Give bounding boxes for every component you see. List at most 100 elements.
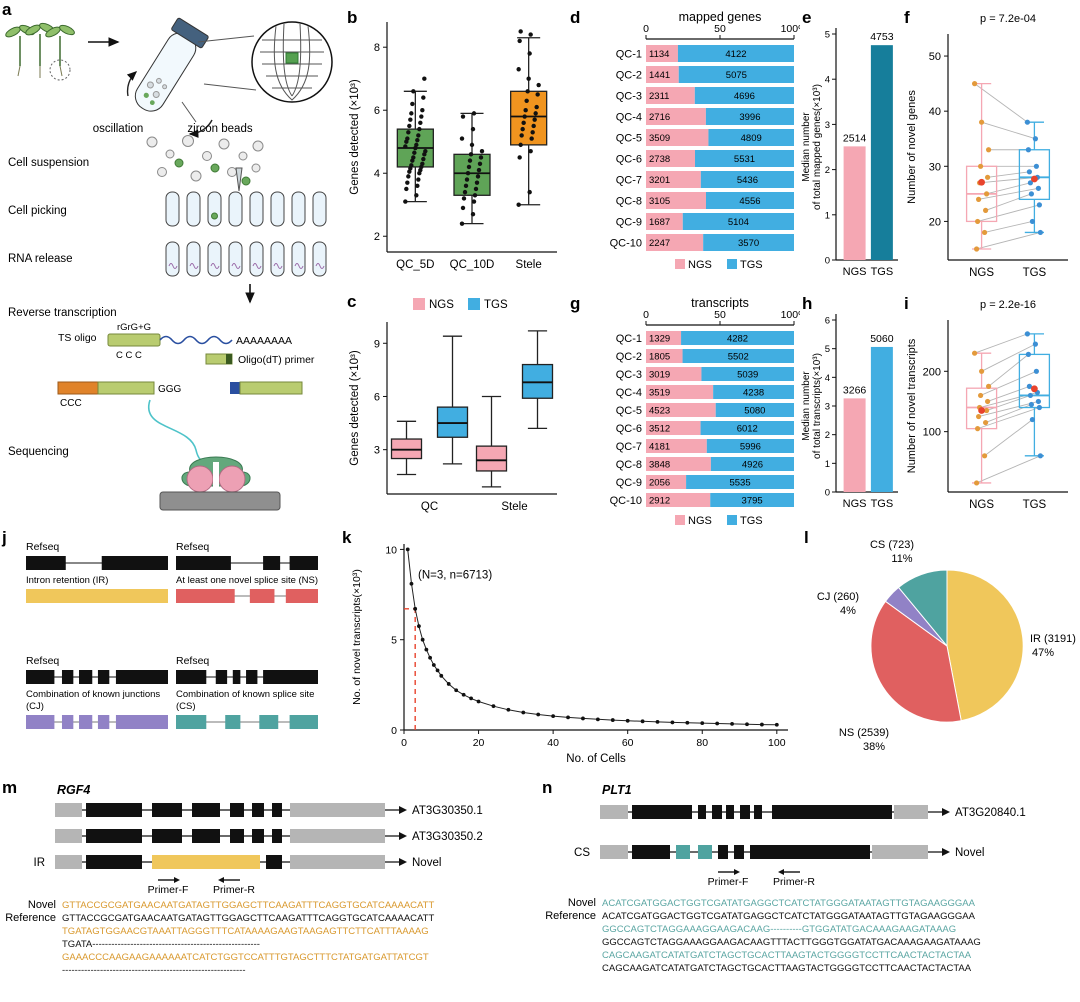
x-tick-label: 20 — [473, 737, 485, 749]
x-tick-label: Stele — [516, 259, 542, 271]
tgs-bar — [686, 475, 794, 489]
panel-label-m: m — [2, 778, 18, 797]
novel-sequence-line: GAAACCCAAGAAGAAAAAATCATCTGGTCCATTTGTAGCT… — [62, 952, 429, 963]
ngs-value: 3105 — [649, 196, 670, 207]
ngs-value: 1329 — [649, 334, 670, 345]
gray-exon — [894, 805, 928, 819]
axis-tick-label: 50 — [714, 23, 726, 35]
y-tick-label: 2 — [825, 430, 830, 441]
data-point — [535, 92, 540, 97]
ngs-value: 1134 — [649, 49, 669, 60]
ngs-bar — [646, 129, 709, 146]
ggg-label: GGG — [158, 384, 182, 395]
y-axis-label: Number of novel transcripts — [906, 338, 918, 473]
y-axis-label: of total mapped genes(×10³) — [812, 84, 823, 210]
decay-point — [610, 718, 615, 722]
tgs-bar — [705, 108, 794, 125]
refseq-label: Refseq — [26, 655, 59, 667]
panel-a: a — [0, 0, 345, 525]
transcript-id: AT3G30350.2 — [412, 831, 483, 843]
ngs-point — [983, 207, 989, 213]
data-point — [533, 111, 538, 116]
decay-point — [640, 719, 645, 724]
legend-swatch — [727, 259, 737, 269]
black-exon — [230, 803, 244, 817]
root-tip-zoom-inset — [197, 21, 333, 103]
y-tick-label: 1 — [825, 459, 830, 470]
panel-label-j: j — [2, 528, 7, 547]
pair-line — [974, 333, 1028, 354]
transcript-arrow — [942, 848, 950, 856]
data-point — [525, 89, 530, 94]
data-point — [406, 130, 411, 135]
mean-point — [978, 407, 985, 414]
novel-exon — [61, 715, 74, 729]
ngs-bar — [646, 87, 695, 104]
tgs-bar — [682, 349, 794, 363]
tgs-value: 5996 — [740, 442, 761, 453]
pair-line — [986, 182, 1031, 195]
panel-label-b: b — [347, 8, 358, 27]
p-value: p = 7.2e-04 — [980, 13, 1036, 25]
legend-label: TGS — [484, 299, 508, 311]
data-point — [463, 183, 469, 189]
legend-swatch — [675, 515, 685, 525]
data-point — [405, 180, 410, 185]
decay-point — [469, 696, 474, 701]
decay-point — [428, 655, 432, 660]
data-point — [530, 130, 535, 135]
ngs-bar — [646, 349, 683, 363]
accent-exon — [676, 845, 690, 859]
row-label: QC-2 — [616, 351, 642, 363]
ngs-point — [978, 392, 984, 399]
x-tick-label: TGS — [1023, 499, 1047, 511]
black-exon — [86, 829, 142, 843]
bar — [843, 398, 866, 492]
data-point — [479, 148, 485, 154]
ngs-point — [974, 246, 980, 252]
stacked-bars-transcripts: transcripts050100%QC-113294282QC-2180555… — [610, 296, 800, 526]
category-label: At least one novel splice site (NS) — [176, 575, 318, 586]
mean-point — [978, 178, 985, 186]
bar — [870, 346, 893, 492]
y-axis-label: Median number — [801, 112, 812, 182]
x-tick-label: TGS — [1023, 267, 1047, 279]
data-point — [420, 161, 425, 166]
novel-exon — [259, 715, 279, 729]
pie-slice-cs — [897, 569, 948, 648]
panel-label-d: d — [570, 8, 581, 27]
panel-label-k: k — [342, 528, 352, 547]
decay-point — [431, 663, 436, 667]
oscillation-arrow-icon — [126, 71, 138, 97]
ngs-bar — [646, 150, 696, 167]
tgs-value: 4696 — [734, 91, 755, 102]
ngs-point — [979, 368, 985, 374]
ngs-bar — [646, 457, 711, 471]
zircon-pointer-line — [181, 101, 197, 123]
black-exon — [632, 845, 670, 859]
data-point — [418, 120, 423, 126]
novel-exon — [176, 589, 235, 603]
tgs-value: 3795 — [742, 496, 763, 507]
transcript-arrow — [399, 858, 407, 866]
y-tick-label: 0 — [391, 725, 397, 737]
seedlings-icon — [5, 22, 75, 81]
ngs-point — [985, 174, 991, 180]
tgs-bar — [694, 87, 794, 104]
black-exon — [252, 829, 264, 843]
oligo-dt-label: Oligo(dT) primer — [238, 354, 315, 366]
category-label: Combination of known junctions — [26, 689, 160, 700]
primer-f-arrowhead — [174, 877, 180, 883]
data-point — [475, 174, 481, 179]
tgs-point — [1033, 163, 1039, 169]
y-tick-label: 6 — [825, 316, 830, 327]
data-point — [460, 205, 466, 211]
y-tick-label: 50 — [929, 51, 941, 63]
data-point — [534, 104, 539, 110]
y-tick-label: 200 — [923, 366, 941, 378]
black-exon — [750, 845, 870, 859]
ccc-label: CCC — [60, 398, 82, 409]
